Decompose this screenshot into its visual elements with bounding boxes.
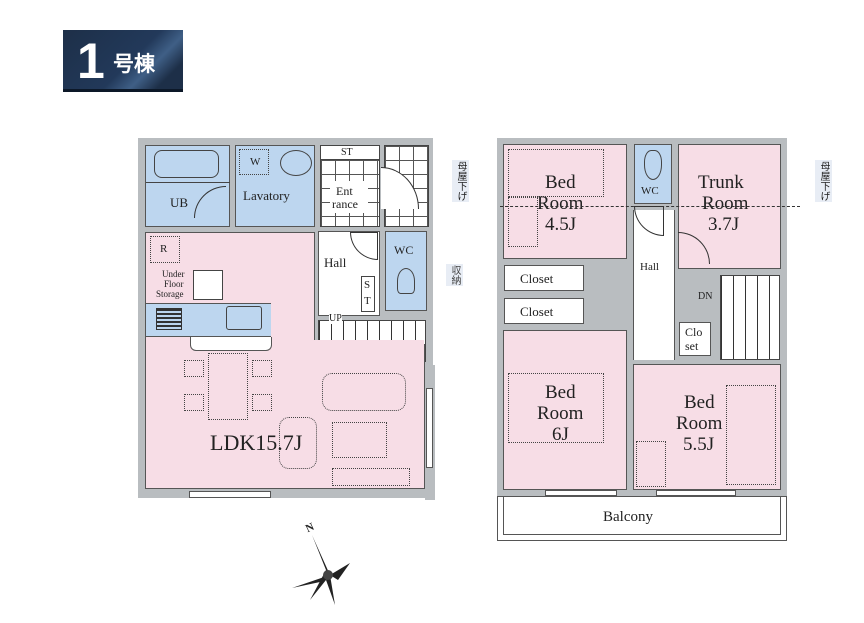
- room-bed-6j: [503, 330, 627, 490]
- bed1-line3: 4.5J: [545, 214, 577, 235]
- refrigerator-label: R: [160, 243, 168, 255]
- desk-icon: [636, 441, 666, 487]
- ub-label: UB: [170, 195, 189, 210]
- up-label: UP: [329, 313, 342, 324]
- bed1-line2: Room: [537, 193, 584, 214]
- compass: N: [290, 520, 370, 610]
- closet-2-label: Closet: [520, 304, 554, 319]
- washer-icon: [239, 149, 269, 175]
- under-floor-2: Floor: [164, 279, 184, 289]
- building-number: 1: [77, 33, 105, 89]
- chair-icon: [252, 360, 272, 377]
- trunk-line2: Room: [702, 193, 749, 214]
- stairs-floor2[interactable]: [720, 275, 780, 360]
- lavatory-label: Lavatory: [243, 188, 290, 203]
- building-label: 号棟: [113, 52, 155, 76]
- bed3-line1: Bed: [684, 392, 715, 413]
- chair-icon: [184, 360, 204, 377]
- storage-annotation: 収納: [446, 264, 463, 286]
- entrance-label-2: rance: [332, 197, 358, 211]
- closet-small-1: Clo: [685, 325, 703, 339]
- kitchen-sink-icon: [226, 306, 262, 330]
- balcony-label: Balcony: [603, 509, 653, 525]
- st-side-t: T: [364, 295, 371, 307]
- chair-icon: [252, 394, 272, 411]
- st-side: [361, 276, 375, 312]
- under-floor-storage-hatch[interactable]: [193, 270, 223, 300]
- building-badge: 1 号棟: [63, 30, 183, 92]
- closet-1[interactable]: [504, 265, 584, 291]
- coffee-table: [332, 422, 387, 458]
- trunk-line1: Trunk: [698, 172, 744, 193]
- bed2-line3: 6J: [552, 424, 569, 445]
- sink-icon: [280, 150, 312, 176]
- wc2-label: WC: [641, 185, 659, 197]
- hall-label: Hall: [324, 255, 347, 270]
- hall2-label: Hall: [640, 261, 659, 273]
- balcony: [497, 496, 787, 541]
- eave-annotation-left: 母屋下げ: [452, 160, 469, 202]
- room-bed-5-5j: [633, 364, 781, 490]
- bed1-line1: Bed: [545, 172, 576, 193]
- under-floor-1: Under: [162, 269, 185, 279]
- hall-floor2: [633, 210, 675, 360]
- bed-icon: [508, 149, 604, 197]
- closet-2[interactable]: [504, 298, 584, 324]
- trunk-line3: 3.7J: [708, 214, 740, 235]
- window-ldk-east: [426, 388, 433, 468]
- bed2-line1: Bed: [545, 382, 576, 403]
- room-lavatory: W Lavatory: [235, 145, 315, 227]
- window-bed-5-5j: [656, 490, 736, 496]
- window-ldk-south: [189, 491, 271, 498]
- room-wc-floor1: WC: [385, 231, 427, 311]
- st-side-s: S: [364, 279, 371, 291]
- bed3-line3: 5.5J: [683, 434, 715, 455]
- entrance-label-1: Ent: [336, 184, 353, 198]
- desk-icon: [508, 197, 538, 247]
- wc-label: WC: [394, 243, 414, 257]
- window-bed-6j: [545, 490, 617, 496]
- bed3-line2: Room: [676, 413, 723, 434]
- chair-icon: [184, 394, 204, 411]
- armchair-icon: [279, 417, 317, 469]
- closet-1-label: Closet: [520, 271, 554, 286]
- dining-table: [208, 353, 248, 420]
- bed-icon: [508, 373, 604, 443]
- washer-label: W: [250, 156, 261, 168]
- under-floor-3: Storage: [156, 289, 184, 299]
- compass-star-icon: [292, 535, 350, 605]
- st-top-label: ST: [341, 147, 353, 158]
- door-ub[interactable]: [194, 186, 226, 218]
- ldk-label: LDK15.7J: [210, 430, 303, 455]
- room-ub: UB: [145, 145, 230, 227]
- bed2-line2: Room: [537, 403, 584, 424]
- bathtub-icon: [154, 150, 219, 178]
- refrigerator-icon: [150, 236, 180, 263]
- room-wc-floor2: WC: [634, 144, 672, 204]
- eave-annotation-right: 母屋下げ: [815, 160, 832, 202]
- dn-label: DN: [698, 291, 713, 302]
- sofa-icon: [322, 373, 406, 411]
- toilet-icon: [397, 268, 415, 294]
- room-bed-4-5j: [503, 144, 627, 259]
- bed-icon: [726, 385, 776, 485]
- tv-stand: [332, 468, 410, 486]
- toilet-icon: [644, 150, 662, 180]
- closet-small[interactable]: [679, 322, 711, 356]
- closet-small-2: set: [685, 339, 699, 353]
- stove-icon: [156, 308, 182, 330]
